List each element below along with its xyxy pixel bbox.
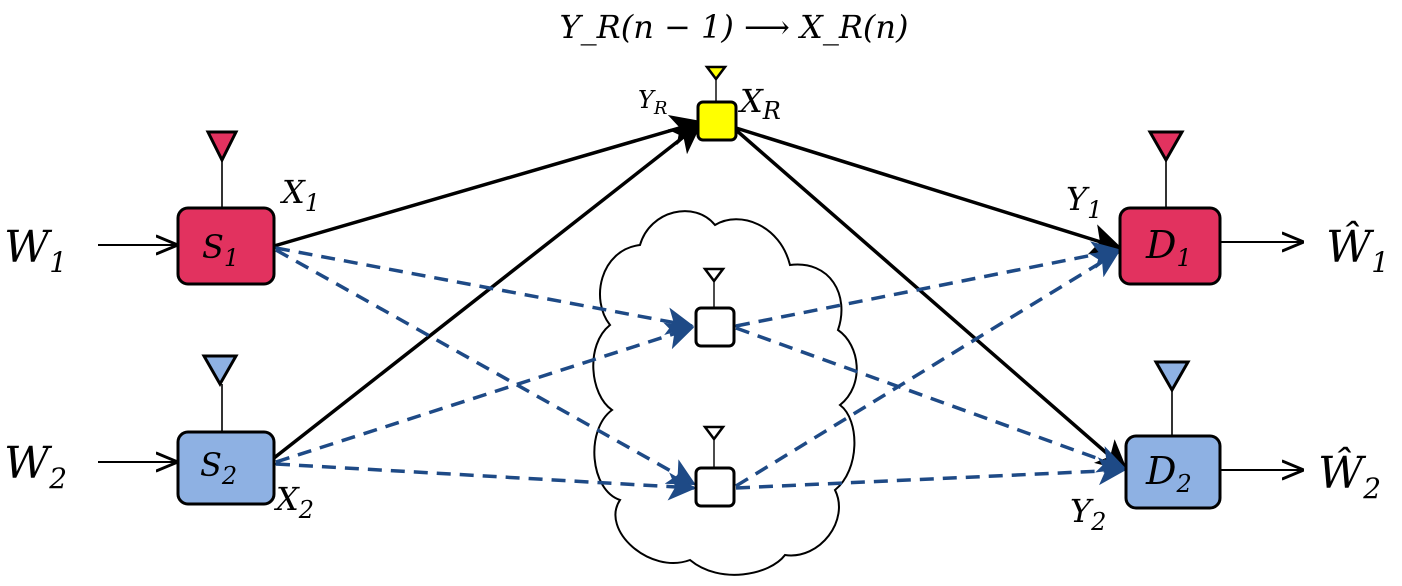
relay-out-label: XR (737, 82, 781, 125)
antenna-triangle-icon (702, 267, 726, 284)
cloud-relay-1-box (694, 306, 736, 348)
destination-d1-box (1118, 206, 1222, 286)
signal-x2-label: X2 (273, 480, 314, 524)
antenna-triangle-icon (1153, 360, 1191, 394)
antenna-triangle-icon (704, 65, 728, 82)
link-cloudrelay2-d1 (735, 250, 1120, 488)
cloud-relay-2-box (694, 466, 736, 508)
source-s1-label: S1 (202, 228, 239, 272)
relay-in-label: YR (638, 86, 667, 119)
output-w2hat-label: Ŵ2 (1318, 446, 1381, 505)
signal-y2-label: Y2 (1070, 492, 1106, 536)
antenna-triangle-icon (1147, 130, 1185, 164)
source-s1-box (176, 206, 276, 286)
relay-box (696, 100, 738, 142)
antenna-triangle-icon (205, 130, 239, 164)
link-s1-cloudrelay1 (248, 229, 695, 336)
destination-d1-label: D1 (1145, 223, 1192, 272)
destination-d2-label: D2 (1145, 449, 1192, 498)
link-cloudrelay1-d1 (708, 241, 1121, 345)
output-w1hat-label: Ŵ1 (1326, 220, 1389, 279)
link-s1-relay (273, 114, 703, 248)
cloud-relay-2 (694, 425, 736, 508)
antenna-triangle-icon (201, 354, 239, 388)
source-s2-box (176, 430, 276, 506)
destination-d2: D2 Y2 (1070, 360, 1222, 536)
link-s2-cloudrelay2 (249, 448, 697, 501)
cloud-shape (592, 210, 858, 576)
relay-node: YR XR (638, 65, 781, 142)
input-w2-label: W2 (4, 438, 67, 495)
source-s1: S1 X1 (176, 130, 320, 286)
link-relay-d1 (735, 126, 1123, 255)
link-s2-cloudrelay1 (275, 322, 695, 464)
source-s2-label: S2 (200, 446, 237, 490)
signal-x1-label: X1 (279, 173, 320, 217)
signal-y1-label: Y1 (1066, 180, 1102, 224)
link-s1-cloudrelay2 (275, 248, 697, 486)
destination-d1: D1 Y1 (1066, 130, 1222, 286)
link-cloudrelay2-d2 (735, 457, 1127, 490)
relay-causality-caption: Y_R(n − 1) ⟶ X_R(n) (560, 8, 909, 46)
destination-d2-box (1124, 434, 1222, 510)
source-s2: S2 X2 (176, 354, 314, 524)
antenna-triangle-icon (702, 425, 726, 442)
input-w1-label: W1 (4, 222, 67, 279)
cloud-relay-1 (694, 267, 736, 348)
